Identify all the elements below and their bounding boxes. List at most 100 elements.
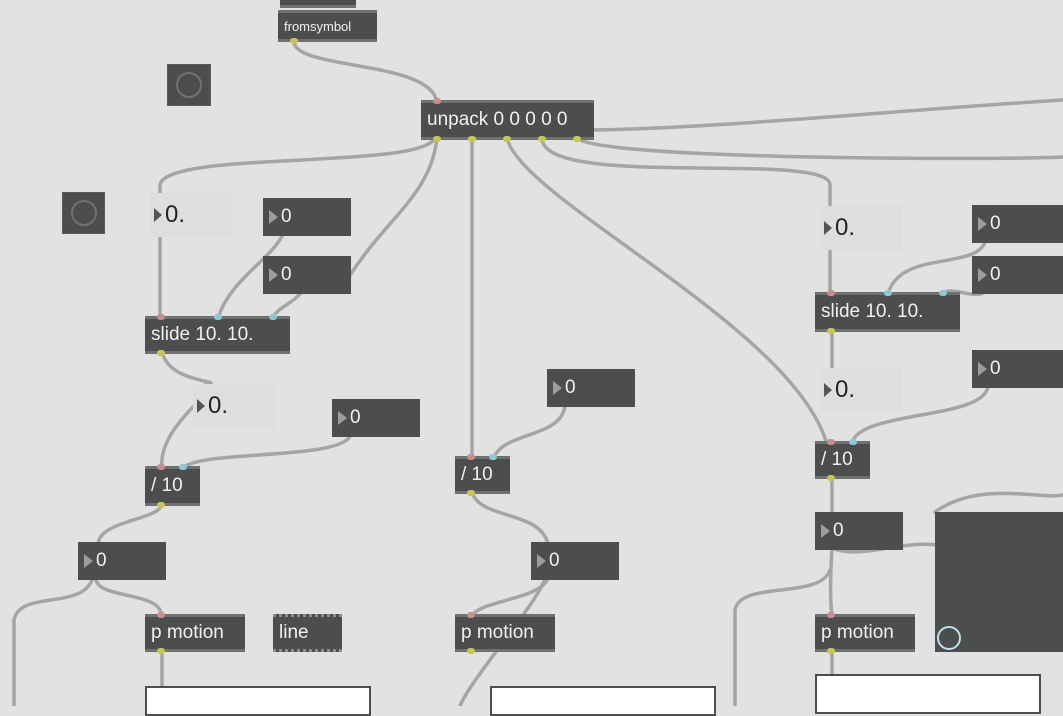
line-label: line bbox=[279, 622, 309, 643]
number-box-2[interactable]: 0 bbox=[263, 256, 351, 294]
divide-object-mid[interactable]: / 10 bbox=[455, 454, 510, 496]
pmotion-label: p motion bbox=[151, 622, 224, 643]
divide-inlet-1[interactable] bbox=[467, 454, 475, 460]
divide-inlet-2[interactable] bbox=[849, 439, 857, 445]
number-value: 0 bbox=[833, 520, 844, 541]
display-panel-mid[interactable] bbox=[490, 686, 716, 716]
slide-label: slide 10. 10. bbox=[821, 301, 924, 322]
triangle-icon bbox=[978, 268, 987, 282]
float-box-left-2[interactable]: 0. bbox=[193, 384, 275, 428]
cord-num-pmotion-mid bbox=[470, 576, 550, 618]
unpack-outlet-2[interactable] bbox=[468, 136, 476, 142]
triangle-icon bbox=[537, 554, 546, 568]
slide-object-left[interactable]: slide 10. 10. bbox=[145, 314, 290, 356]
number-value: 0 bbox=[990, 213, 1001, 234]
unpack-inlet[interactable] bbox=[433, 98, 441, 104]
divide-object-left[interactable]: / 10 bbox=[145, 464, 200, 508]
bang-left[interactable] bbox=[62, 192, 105, 234]
number-box-9[interactable]: 0 bbox=[972, 350, 1063, 388]
slide-inlet-3[interactable] bbox=[269, 314, 277, 320]
float-box-left-1[interactable]: 0. bbox=[150, 193, 232, 237]
cord-num-pmotion-right bbox=[828, 546, 834, 618]
fromsymbol-outlet[interactable] bbox=[290, 38, 298, 44]
number-value: 0 bbox=[990, 358, 1001, 379]
slide-label: slide 10. 10. bbox=[151, 324, 254, 345]
cord-unpack-slide-right bbox=[540, 136, 832, 297]
float-box-right-2[interactable]: 0. bbox=[820, 368, 902, 412]
triangle-icon bbox=[338, 411, 347, 425]
unpack-object[interactable]: unpack 0 0 0 0 0 bbox=[421, 98, 594, 142]
pmotion-object-mid[interactable]: p motion bbox=[455, 612, 555, 654]
divide-outlet[interactable] bbox=[827, 475, 835, 481]
cord-num-pmotion-left bbox=[94, 576, 164, 618]
float-value: 0. bbox=[208, 392, 229, 419]
bang-ring-icon bbox=[176, 72, 202, 98]
slide-outlet[interactable] bbox=[827, 328, 835, 334]
pmotion-inlet[interactable] bbox=[157, 612, 165, 618]
number-value: 0 bbox=[565, 377, 576, 398]
unpack-outlet-4[interactable] bbox=[538, 136, 546, 142]
triangle-icon bbox=[824, 383, 832, 397]
slide-inlet-1[interactable] bbox=[157, 314, 165, 320]
number-value: 0 bbox=[281, 264, 292, 285]
pmotion-object-left[interactable]: p motion bbox=[145, 612, 245, 654]
number-box-3[interactable]: 0 bbox=[332, 399, 420, 437]
number-value: 0 bbox=[350, 407, 361, 428]
float-box-right-1[interactable]: 0. bbox=[820, 206, 902, 250]
number-box-6[interactable]: 0 bbox=[531, 542, 619, 580]
slide-inlet-1[interactable] bbox=[827, 290, 835, 296]
pmotion-outlet[interactable] bbox=[157, 648, 165, 654]
offscreen-object-top[interactable] bbox=[280, 0, 356, 8]
cord-div-num-mid bbox=[470, 490, 550, 546]
divide-inlet-2[interactable] bbox=[489, 454, 497, 460]
display-panel-left[interactable] bbox=[145, 686, 371, 716]
line-object[interactable]: line bbox=[273, 614, 342, 652]
slide-object-right[interactable]: slide 10. 10. bbox=[815, 290, 960, 334]
display-panel-right[interactable] bbox=[815, 674, 1041, 714]
float-value: 0. bbox=[835, 376, 856, 403]
unpack-outlet-3[interactable] bbox=[503, 136, 511, 142]
triangle-icon bbox=[821, 524, 830, 538]
number-value: 0 bbox=[281, 206, 292, 227]
cord-div-num-left bbox=[96, 502, 164, 546]
number-box-10[interactable]: 0 bbox=[815, 512, 903, 550]
divide-inlet-1[interactable] bbox=[827, 439, 835, 445]
pmotion-object-right[interactable]: p motion bbox=[815, 612, 915, 654]
divide-inlet-2[interactable] bbox=[179, 464, 187, 470]
pmotion-inlet[interactable] bbox=[827, 612, 835, 618]
lcd-display[interactable] bbox=[935, 512, 1063, 652]
number-box-8[interactable]: 0 bbox=[972, 256, 1063, 294]
triangle-icon bbox=[978, 362, 987, 376]
cord-num-offscreen-left bbox=[12, 578, 94, 706]
cord-fromsymbol-unpack bbox=[292, 40, 439, 104]
bang-top[interactable] bbox=[167, 64, 211, 106]
triangle-icon bbox=[269, 210, 278, 224]
bang-ring-icon bbox=[70, 200, 97, 226]
triangle-icon bbox=[84, 554, 93, 568]
divide-inlet-1[interactable] bbox=[157, 464, 165, 470]
divide-outlet[interactable] bbox=[467, 490, 475, 496]
number-box-4[interactable]: 0 bbox=[78, 542, 166, 580]
cord-float-div bbox=[160, 403, 197, 470]
slide-inlet-3[interactable] bbox=[939, 290, 947, 296]
pmotion-outlet[interactable] bbox=[467, 648, 475, 654]
divide-object-right[interactable]: / 10 bbox=[815, 439, 870, 481]
number-box-5[interactable]: 0 bbox=[547, 369, 635, 407]
slide-inlet-2[interactable] bbox=[884, 290, 892, 296]
cord-lcd-right bbox=[933, 491, 1063, 514]
divide-label: / 10 bbox=[461, 464, 493, 485]
slide-outlet[interactable] bbox=[157, 350, 165, 356]
number-value: 0 bbox=[549, 550, 560, 571]
fromsymbol-object[interactable]: fromsymbol bbox=[278, 10, 377, 44]
slide-inlet-2[interactable] bbox=[214, 314, 222, 320]
unpack-outlet-1[interactable] bbox=[433, 136, 441, 142]
pmotion-label: p motion bbox=[461, 622, 534, 643]
divide-outlet[interactable] bbox=[157, 502, 165, 508]
number-box-1[interactable]: 0 bbox=[263, 198, 351, 236]
unpack-outlet-5[interactable] bbox=[573, 136, 581, 142]
pmotion-outlet[interactable] bbox=[827, 648, 835, 654]
number-value: 0 bbox=[990, 264, 1001, 285]
pmotion-inlet[interactable] bbox=[467, 612, 475, 618]
number-box-7[interactable]: 0 bbox=[972, 205, 1063, 243]
number-value: 0 bbox=[96, 550, 107, 571]
